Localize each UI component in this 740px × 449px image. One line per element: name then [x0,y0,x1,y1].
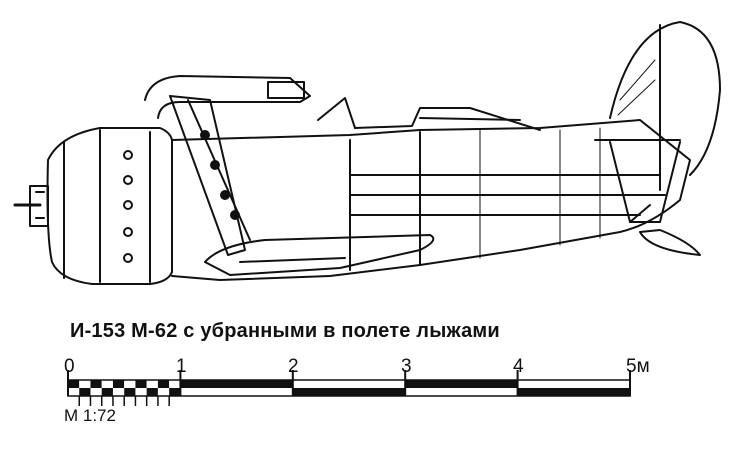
scale-checker [68,388,80,396]
scale-ratio: М 1:72 [64,406,116,425]
tail-ski [639,229,701,256]
scale-checker [124,380,136,388]
scale-checker [146,388,158,396]
scale-block [405,380,518,388]
scale-checker [135,388,147,396]
retracted-ski [204,234,435,276]
scale-tick-0: 0 [64,356,75,377]
scale-tick-1: 1 [176,356,187,377]
scale-block [292,388,406,396]
scale-block [180,380,293,388]
scale-checker [79,388,91,396]
scale-checker [90,380,102,388]
scale-tick-3: 3 [401,356,412,377]
scale-checker [124,388,136,396]
scale-bar [67,370,631,406]
tail-fin [609,21,721,191]
cockpit [317,97,541,131]
scale-block [517,380,630,388]
fuselage [171,119,691,281]
scale-block [180,388,293,396]
scale-block [405,388,518,396]
scale-checker [112,388,125,396]
tail-strut [594,139,681,223]
aircraft-side-view [13,21,721,285]
scale-checker [169,388,181,396]
scale-checker [101,388,113,396]
scale-checker [101,380,113,388]
scale-tick-5: 5м [626,356,650,377]
scale-block [517,388,630,396]
drawing-caption: И-153 М-62 с убранными в полете лыжами [70,320,500,342]
scale-checker [79,380,91,388]
wing-strut [169,95,251,256]
scale-checker [157,380,170,388]
propeller-hub [13,185,49,227]
scale-checker [146,380,158,388]
scale-checker [169,380,181,388]
scale-checker [135,380,147,388]
engine-cowling [46,127,173,285]
scale-checker [157,388,170,396]
scale-tick-4: 4 [513,356,524,377]
scale-block [292,380,406,388]
upper-wing [144,75,311,119]
scale-checker [68,380,80,388]
scale-checker [112,380,125,388]
scale-checker [90,388,102,396]
scale-tick-2: 2 [288,356,299,377]
